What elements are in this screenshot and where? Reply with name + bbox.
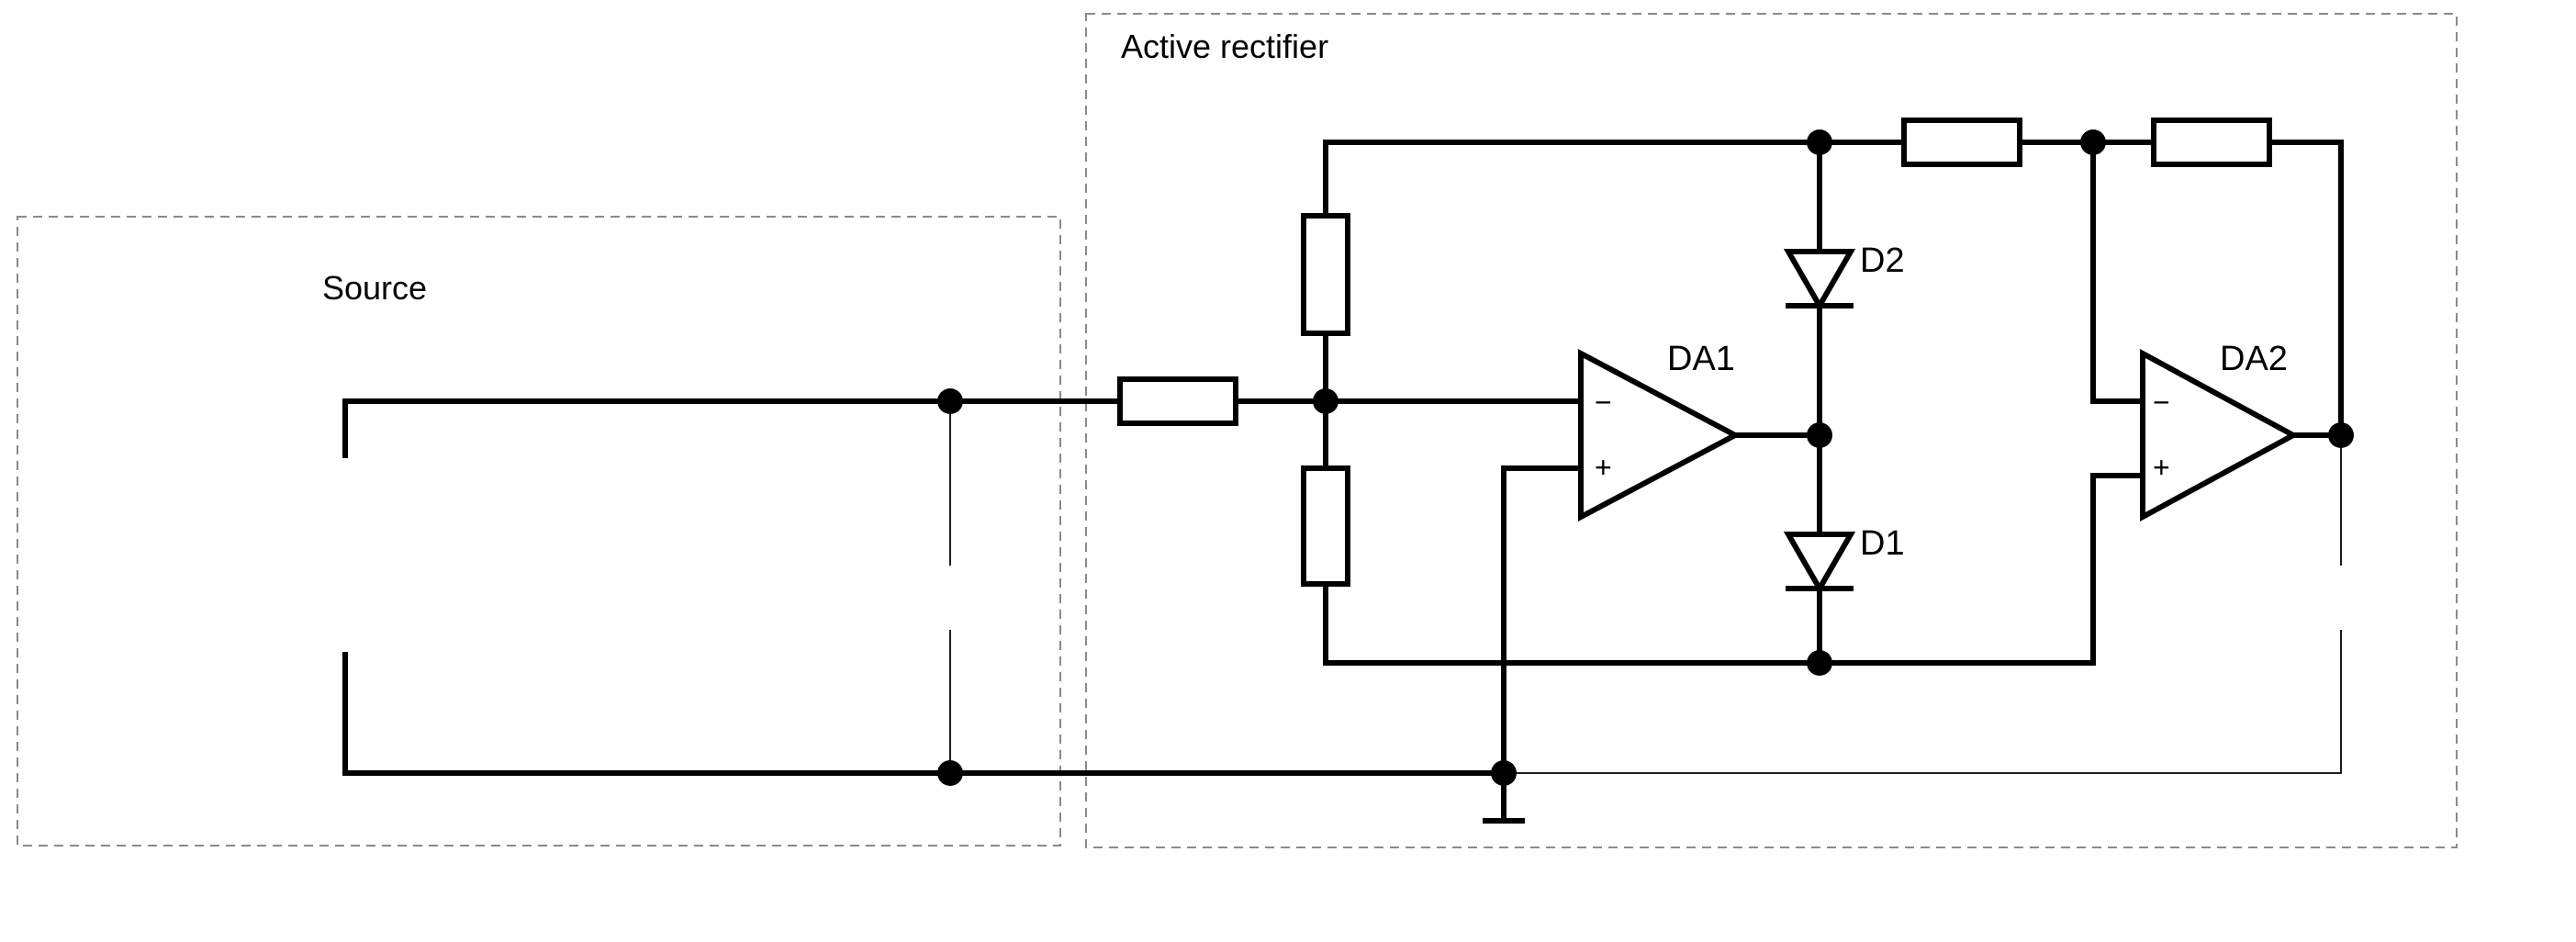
da1-minus-sign: − (1595, 386, 1612, 419)
da1-plus-sign: + (1595, 451, 1612, 484)
resistor-r-top-left (1901, 118, 2022, 167)
junction-dot (1313, 388, 1338, 414)
feedback-resistor-lower (1301, 465, 1350, 587)
junction-dot (1491, 760, 1517, 786)
junction-dots (937, 129, 2354, 786)
junction-dot (1807, 650, 1832, 676)
da2-opamp (2140, 348, 2300, 522)
da1-label: DA1 (1667, 340, 1735, 378)
da2-minus-sign: − (2153, 386, 2170, 419)
da2-plus-sign: + (2153, 451, 2170, 484)
diode-d1 (1783, 532, 1856, 595)
source-box (17, 216, 1061, 847)
da2-label: DA2 (2220, 340, 2288, 378)
junction-dot (1807, 129, 1832, 155)
input-resistor (1117, 376, 1238, 426)
diode-d2 (1783, 249, 1856, 312)
da1-opamp (1578, 349, 1742, 521)
d2-label: D2 (1860, 241, 1905, 280)
active-rectifier-box-label: Active rectifier (1121, 28, 1328, 65)
junction-dot (2328, 422, 2354, 448)
summing-rail (1323, 140, 2145, 666)
junction-dot (937, 760, 963, 786)
d1-label: D1 (1860, 524, 1905, 563)
junction-dot (937, 388, 963, 414)
active-rectifier-box (1085, 13, 2458, 848)
junction-dot (2080, 129, 2106, 155)
junction-dot (1807, 422, 1832, 448)
source-box-label: Source (322, 269, 427, 307)
feedback-resistor-upper (1301, 213, 1350, 336)
output-leads (1504, 435, 2342, 774)
source-wiring (342, 398, 1506, 776)
resistor-r-top-right (2151, 118, 2272, 167)
